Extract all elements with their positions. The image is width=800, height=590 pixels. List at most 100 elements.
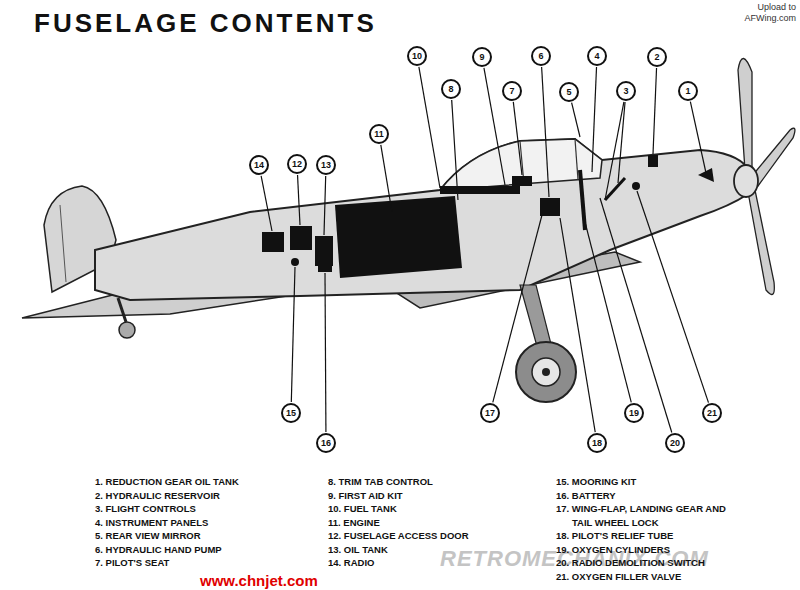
leader-line xyxy=(592,67,597,172)
callout-circle: 6 xyxy=(531,46,551,66)
canopy-frame xyxy=(575,139,578,180)
callout-number: 20 xyxy=(670,439,680,448)
callout-number: 14 xyxy=(254,161,264,170)
leader-line xyxy=(419,67,440,188)
leader-line xyxy=(560,218,595,432)
callout-number: 12 xyxy=(292,160,302,169)
callout-circle: 13 xyxy=(316,155,336,175)
leader-line xyxy=(653,68,657,154)
callout-number: 5 xyxy=(566,88,571,97)
leader-line xyxy=(513,102,522,175)
callout-number: 11 xyxy=(374,130,384,139)
callout-circle: 2 xyxy=(647,47,667,67)
control-stick xyxy=(580,170,585,230)
callout-circle: 20 xyxy=(665,433,685,453)
callout-circle: 10 xyxy=(407,46,427,66)
callout-circle: 18 xyxy=(587,433,607,453)
callout-number: 6 xyxy=(538,52,543,61)
wheel-axle xyxy=(542,368,550,376)
leader-line xyxy=(572,103,580,137)
callout-number: 19 xyxy=(629,409,639,418)
callout-circle: 12 xyxy=(287,154,307,174)
callout-number: 8 xyxy=(448,85,453,94)
radio-block xyxy=(262,232,284,252)
leader-line xyxy=(291,267,295,402)
legend-item: 4. INSTRUMENT PANELS xyxy=(95,516,320,530)
callout-number: 18 xyxy=(592,439,602,448)
engine-block xyxy=(335,196,462,278)
leader-line xyxy=(690,102,706,173)
access-door-block xyxy=(290,226,312,250)
fuselage xyxy=(95,139,748,300)
legend-item: 5. REAR VIEW MIRROR xyxy=(95,529,320,543)
legend-item: 18. PILOT'S RELIEF TUBE xyxy=(556,529,746,543)
legend-item: 15. MOORING KIT xyxy=(556,475,746,489)
callout-number: 1 xyxy=(685,87,690,96)
leader-line xyxy=(493,215,542,402)
legend-item: 1. REDUCTION GEAR OIL TANK xyxy=(95,475,320,489)
filler-valve xyxy=(632,182,640,190)
callout-number: 2 xyxy=(654,53,659,62)
mooring-kit xyxy=(291,258,299,266)
callout-number: 4 xyxy=(594,52,599,61)
callout-number: 10 xyxy=(412,52,422,61)
callout-number: 16 xyxy=(321,439,331,448)
callout-circle: 11 xyxy=(369,124,389,144)
legend-item: 7. PILOT'S SEAT xyxy=(95,556,320,570)
legend-item: 16. BATTERY xyxy=(556,489,746,503)
legend-item: 14. RADIO xyxy=(328,556,553,570)
leader-line xyxy=(324,176,326,235)
watermark-url: www.chnjet.com xyxy=(200,572,370,589)
callout-circle: 9 xyxy=(472,47,492,67)
callout-circle: 4 xyxy=(587,46,607,66)
legend-item: 17. WING-FLAP, LANDING GEAR AND TAIL WHE… xyxy=(556,502,746,529)
legend-item: 20. RADIO DEMOLITION SWITCH xyxy=(556,556,746,570)
leader-line xyxy=(484,68,505,185)
leader-line xyxy=(261,176,272,231)
wheel-hub xyxy=(532,358,560,386)
callout-number: 13 xyxy=(321,161,331,170)
legend-item: 12. FUSELAGE ACCESS DOOR xyxy=(328,529,553,543)
legend-item: 3. FLIGHT CONTROLS xyxy=(95,502,320,516)
callout-number: 3 xyxy=(623,87,628,96)
propeller-blade xyxy=(738,58,752,170)
leader-line xyxy=(542,67,549,197)
gear-strut xyxy=(520,285,552,350)
callout-circle: 21 xyxy=(702,403,722,423)
leader-line xyxy=(298,175,300,225)
callout-circle: 16 xyxy=(316,433,336,453)
tail-wheel-strut xyxy=(118,298,126,322)
legend-item: 9. FIRST AID KIT xyxy=(328,489,553,503)
legend-item: 2. HYDRAULIC RESERVOIR xyxy=(95,489,320,503)
hand-pump-block xyxy=(540,198,560,216)
diagram-title: FUSELAGE CONTENTS xyxy=(34,8,377,39)
seat-block xyxy=(512,176,532,186)
legend-item: 6. HYDRAULIC HAND PUMP xyxy=(95,543,320,557)
leader-line xyxy=(637,191,708,403)
callout-circle: 1 xyxy=(678,81,698,101)
callout-number: 21 xyxy=(707,409,717,418)
callout-circle: 19 xyxy=(624,403,644,423)
callout-number: 7 xyxy=(509,87,514,96)
leader-line xyxy=(324,273,326,432)
callout-number: 9 xyxy=(479,53,484,62)
leader-line xyxy=(600,198,672,432)
callout-circle: 3 xyxy=(616,81,636,101)
callout-number: 15 xyxy=(286,409,296,418)
callout-number: 17 xyxy=(485,409,495,418)
callout-circle: 8 xyxy=(441,79,461,99)
rudder-line xyxy=(60,205,66,282)
callout-circle: 5 xyxy=(559,82,579,102)
main-wheel xyxy=(516,342,576,402)
battery-block xyxy=(318,258,332,272)
fuel-tank-block xyxy=(440,186,520,194)
callout-circle: 15 xyxy=(281,403,301,423)
legend-item: 19. OXYGEN CYLINDERS xyxy=(556,543,746,557)
legend-item: 10. FUEL TANK xyxy=(328,502,553,516)
legend-item: 8. TRIM TAB CONTROL xyxy=(328,475,553,489)
legend-item: 11. ENGINE xyxy=(328,516,553,530)
callout-circle: 14 xyxy=(249,155,269,175)
gear-oil-tank xyxy=(698,168,714,182)
callout-circle: 17 xyxy=(480,403,500,423)
